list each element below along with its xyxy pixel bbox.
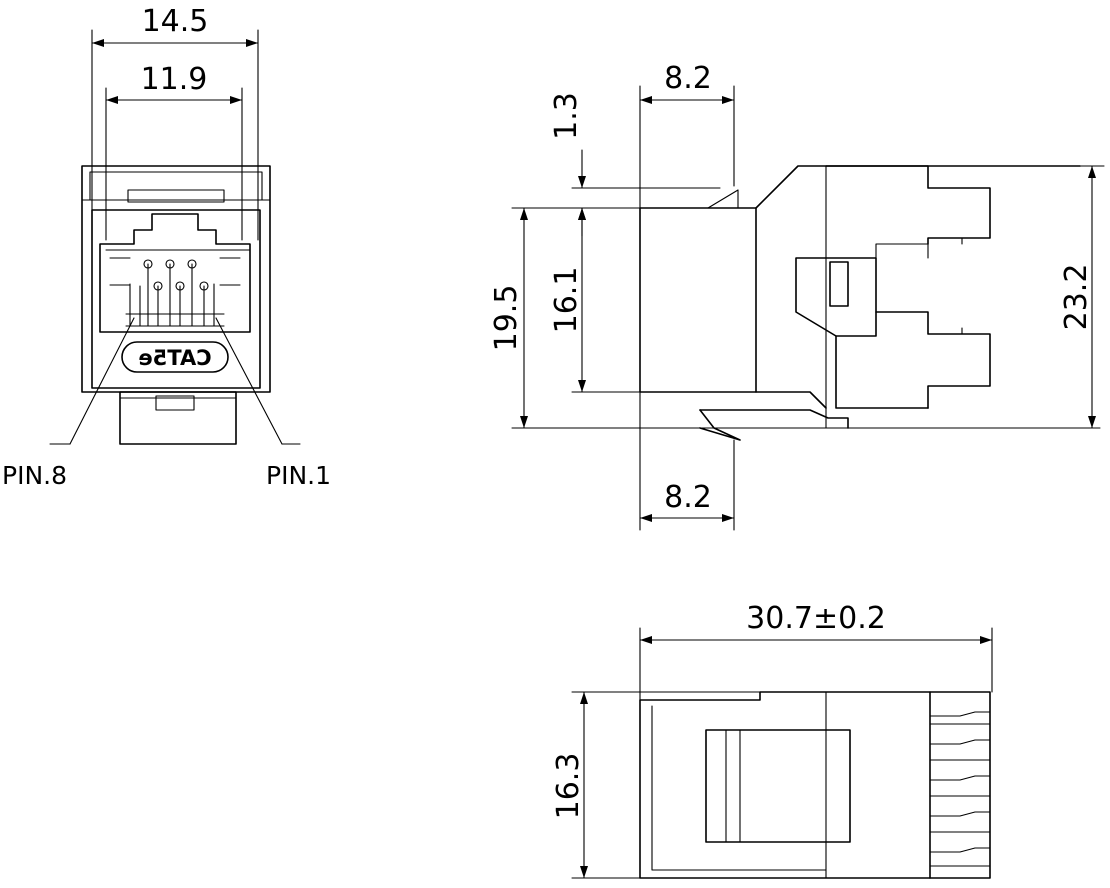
- jack-bottom-body: [639, 691, 991, 879]
- jack-side-body: [639, 165, 1081, 441]
- dim-total-height: 23.2: [1059, 264, 1094, 331]
- contact-pins: [125, 259, 225, 327]
- jack-front-body: CAT5e: [81, 165, 271, 445]
- bottom-dimensions: 30.7±0.2 16.3: [551, 601, 993, 879]
- logo-text: CAT5e: [138, 346, 211, 370]
- dim-top-width: 8.2: [664, 61, 712, 96]
- side-view: 8.2 1.3 16.1 19.5 23.2 8.2: [489, 61, 1105, 531]
- pin-8-label: PIN.8: [2, 461, 67, 490]
- dim-top-offset: 1.3: [549, 92, 584, 140]
- front-dimensions: 14.5 11.9: [91, 4, 259, 241]
- dim-overall-height: 19.5: [489, 285, 524, 352]
- dim-inner-width: 11.9: [141, 62, 208, 97]
- pin-1-label: PIN.1: [266, 461, 331, 490]
- dim-length: 30.7±0.2: [746, 601, 886, 636]
- dim-bottom-width: 8.2: [664, 480, 712, 515]
- bottom-view: 30.7±0.2 16.3: [551, 601, 993, 879]
- side-dimensions: 8.2 1.3 16.1 19.5 23.2 8.2: [489, 61, 1105, 531]
- dim-outer-width: 14.5: [142, 4, 209, 39]
- front-view: 14.5 11.9: [2, 4, 331, 490]
- dim-width: 16.3: [551, 753, 586, 820]
- cat5e-logo: CAT5e: [121, 341, 229, 373]
- dim-opening-height: 16.1: [549, 267, 584, 334]
- pin-callouts: PIN.8 PIN.1: [2, 317, 331, 490]
- idc-slots: [929, 711, 991, 867]
